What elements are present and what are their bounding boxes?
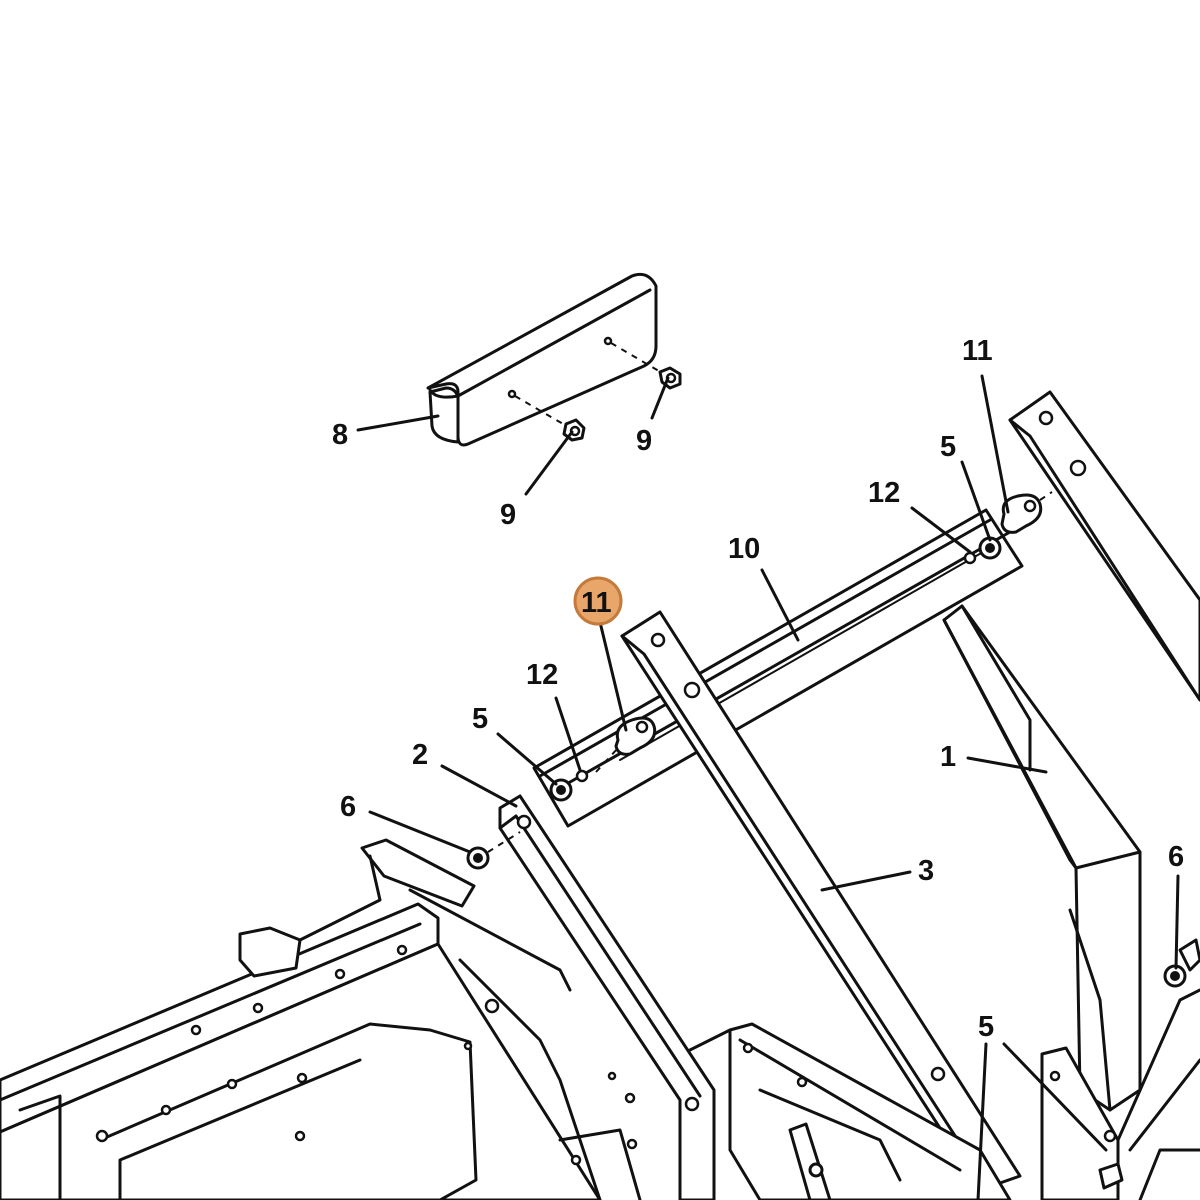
leader-10 xyxy=(760,568,800,642)
pin-part-12-left[interactable] xyxy=(575,769,589,783)
label-part-10[interactable]: 10 xyxy=(728,533,760,565)
label-part-2[interactable]: 2 xyxy=(412,739,428,771)
leader-12-right xyxy=(910,506,972,554)
label-part-1[interactable]: 1 xyxy=(940,741,956,773)
upright-post-part-2[interactable] xyxy=(498,794,716,1200)
leader-5-bottom-a xyxy=(976,1042,988,1200)
leader-11-right xyxy=(980,374,1010,514)
leader-3 xyxy=(820,870,912,892)
leader-9a xyxy=(524,430,574,496)
bumper-block-part-8[interactable] xyxy=(426,272,665,447)
pin-part-12-right[interactable] xyxy=(963,551,977,565)
leader-6-right xyxy=(1174,874,1180,970)
bolt-part-9-right[interactable] xyxy=(658,366,682,390)
part-number-labels: 8 9 9 11 5 12 10 11 12 5 2 6 1 3 6 5 xyxy=(332,335,1184,1043)
leader-5-left xyxy=(496,732,558,786)
spacer-part-11-right[interactable] xyxy=(1000,491,1053,534)
label-part-8[interactable]: 8 xyxy=(332,419,348,451)
leader-5-bottom-b xyxy=(1002,1042,1108,1152)
washer-part-6-right[interactable] xyxy=(1163,964,1187,988)
label-part-9-right[interactable]: 9 xyxy=(636,425,652,457)
label-part-5-bottom[interactable]: 5 xyxy=(978,1011,994,1043)
leader-9b xyxy=(650,376,670,420)
tractor-main-frame xyxy=(0,838,642,1200)
label-part-5-right[interactable]: 5 xyxy=(940,431,956,463)
right-upright-arm[interactable] xyxy=(1008,390,1200,702)
leader-12-left xyxy=(554,696,582,772)
label-part-3[interactable]: 3 xyxy=(918,855,934,887)
label-part-9-left[interactable]: 9 xyxy=(500,499,516,531)
label-part-6-right[interactable]: 6 xyxy=(1168,841,1184,873)
cross-bar-part-10[interactable] xyxy=(532,508,1024,828)
leader-5-right xyxy=(960,460,992,542)
label-part-11-highlighted[interactable]: 11 xyxy=(581,587,612,619)
diagonal-arm-part-3[interactable] xyxy=(620,610,1022,1192)
leader-6-left xyxy=(368,810,472,854)
highlight-marker[interactable] xyxy=(573,576,623,626)
label-part-5-left[interactable]: 5 xyxy=(472,703,488,735)
label-part-6-left[interactable]: 6 xyxy=(340,791,356,823)
label-part-12-right[interactable]: 12 xyxy=(868,477,900,509)
washer-part-6-left[interactable] xyxy=(466,831,521,870)
leader-2 xyxy=(440,764,518,808)
label-part-12-left[interactable]: 12 xyxy=(526,659,558,691)
leader-11-left xyxy=(598,620,628,732)
leader-8 xyxy=(356,414,440,432)
leader-1 xyxy=(966,756,1048,774)
frame-plate-part-1[interactable] xyxy=(942,604,1142,1112)
label-part-11-right[interactable]: 11 xyxy=(962,335,993,367)
leader-lines xyxy=(356,374,1180,1200)
